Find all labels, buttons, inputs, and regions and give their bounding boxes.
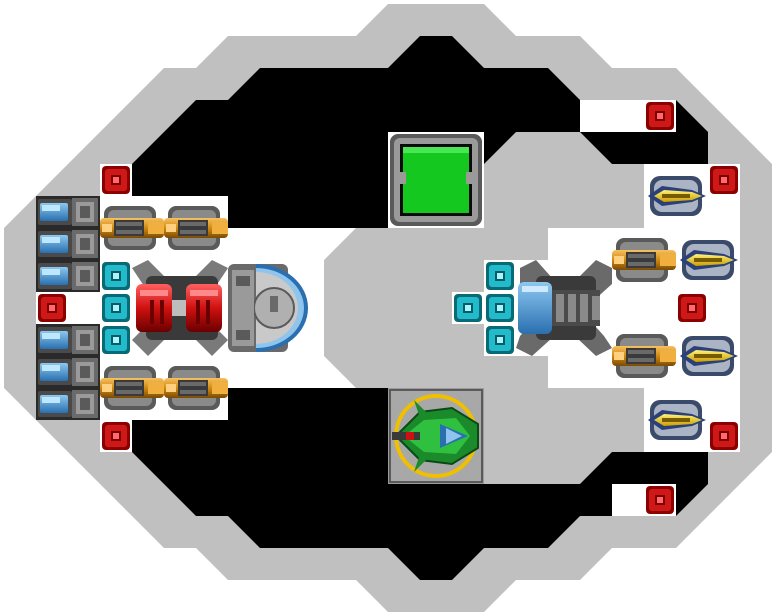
- missile-launcher[interactable]: [680, 240, 738, 280]
- thruster[interactable]: [36, 228, 100, 260]
- autocannon[interactable]: [100, 366, 164, 410]
- hangar-bay[interactable]: [388, 388, 484, 484]
- thruster[interactable]: [36, 324, 100, 356]
- shield-node[interactable]: [100, 260, 132, 292]
- shield-node[interactable]: [452, 292, 484, 324]
- armor-block[interactable]: [100, 420, 132, 452]
- thruster[interactable]: [36, 196, 100, 228]
- armor-block[interactable]: [708, 420, 740, 452]
- thruster[interactable]: [36, 388, 100, 420]
- shield-node[interactable]: [484, 324, 516, 356]
- armor-block[interactable]: [708, 164, 740, 196]
- autocannon[interactable]: [612, 238, 676, 282]
- autocannon[interactable]: [164, 206, 228, 250]
- shield-node[interactable]: [484, 292, 516, 324]
- autocannon[interactable]: [100, 206, 164, 250]
- armor-block[interactable]: [644, 100, 676, 132]
- reactor[interactable]: [132, 260, 228, 356]
- shield-node[interactable]: [484, 260, 516, 292]
- missile-launcher[interactable]: [648, 400, 706, 440]
- thruster[interactable]: [36, 260, 100, 292]
- armor-block[interactable]: [100, 164, 132, 196]
- shield-node[interactable]: [100, 292, 132, 324]
- hull-corridor-right-edge-2: [612, 388, 644, 420]
- ion-engine[interactable]: [516, 260, 612, 356]
- armor-block[interactable]: [36, 292, 68, 324]
- autocannon[interactable]: [164, 366, 228, 410]
- shield-node[interactable]: [100, 324, 132, 356]
- armor-block[interactable]: [644, 484, 676, 516]
- hull-corridor-right-edge: [612, 196, 644, 228]
- shield-generator[interactable]: [228, 264, 308, 352]
- missile-launcher[interactable]: [648, 176, 706, 216]
- thruster[interactable]: [36, 356, 100, 388]
- power-core[interactable]: [388, 132, 484, 228]
- autocannon[interactable]: [612, 334, 676, 378]
- armor-block[interactable]: [676, 292, 708, 324]
- missile-launcher[interactable]: [680, 336, 738, 376]
